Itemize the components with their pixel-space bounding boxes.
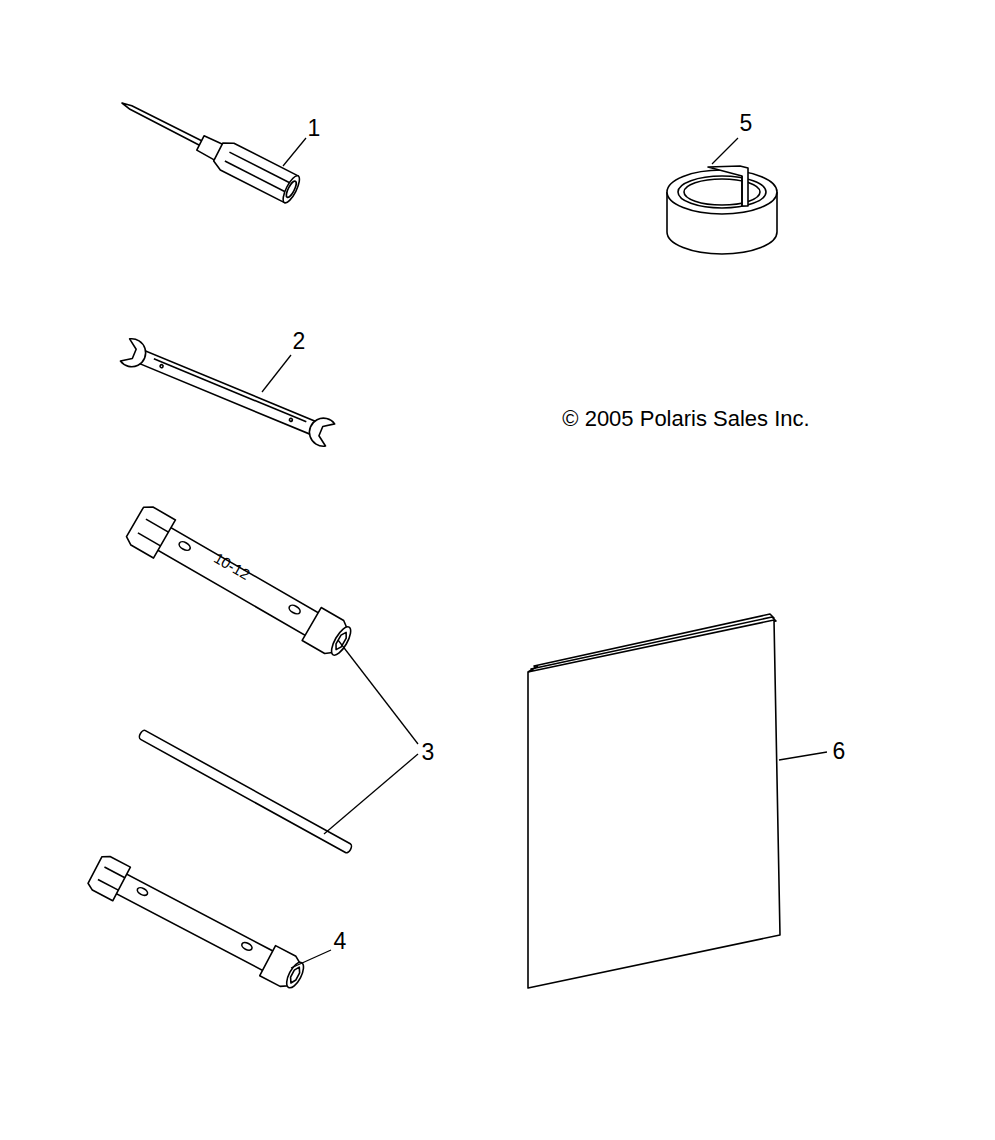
leader-lines (262, 138, 827, 968)
callout-number: 6 (833, 740, 846, 763)
tube-wrench (124, 503, 357, 663)
tape-roll (667, 166, 777, 254)
callout-number: 4 (334, 930, 347, 953)
copyright-note: © 2005 Polaris Sales Inc. (562, 408, 809, 430)
callout-number: 2 (293, 330, 306, 353)
tube-wrench (86, 853, 309, 994)
open-end-wrench (120, 337, 336, 448)
owner-manual (528, 614, 780, 988)
screwdriver (115, 90, 302, 205)
callout-number: 1 (308, 117, 321, 140)
tommy-bar (138, 729, 353, 854)
callout-number: 3 (422, 741, 435, 764)
callout-number: 5 (740, 112, 753, 135)
